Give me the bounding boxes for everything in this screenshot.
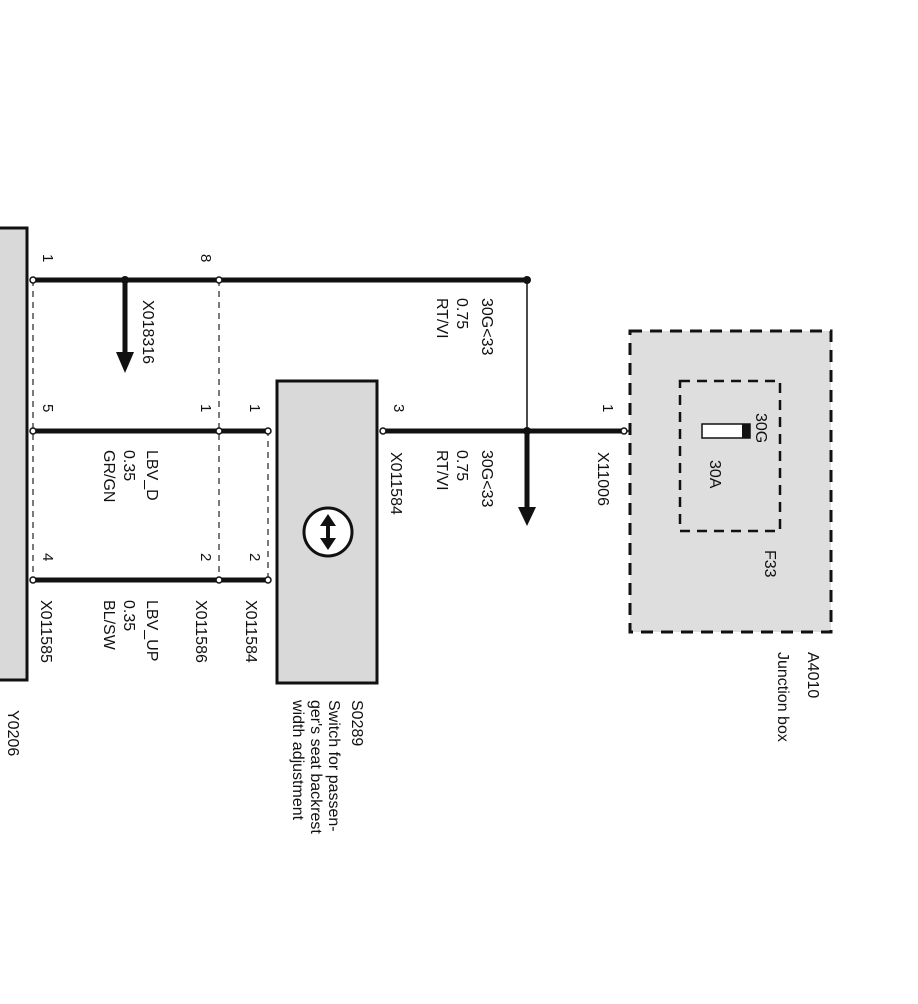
wire-mid-left-signal: LBV_D — [143, 450, 160, 501]
pin-s-bot: 2 — [246, 553, 263, 561]
fuse-symbol-cap — [742, 424, 750, 438]
wire-bot-left-size: 0.35 — [120, 600, 137, 631]
component-s0289-desc-line3: width adjustment — [289, 699, 306, 821]
component-y0206-label: Y0206 — [4, 710, 21, 756]
pin-jb-1: 1 — [599, 404, 616, 412]
connector-x011584-a-label: X011584 — [387, 452, 404, 515]
pin-x11586-mid: 1 — [197, 404, 214, 412]
wire-mid-left-color: GR/GN — [100, 450, 117, 502]
pin-y-mid: 5 — [39, 404, 56, 412]
fuse-housing — [678, 379, 782, 533]
pin-y-bot: 4 — [39, 553, 56, 561]
component-a4010-id: A4010 — [804, 652, 821, 698]
wire-top-size: 0.75 — [453, 298, 470, 329]
wire-mid-left-size: 0.35 — [120, 450, 137, 481]
pin-x11586-bot: 2 — [197, 553, 214, 561]
wire-mid-right-color: RT/VI — [433, 450, 450, 491]
fuse-id-label: F33 — [761, 550, 778, 578]
wire-top-signal: 30G<33 — [478, 298, 495, 355]
pin-terminals — [29, 276, 628, 584]
component-y0206-box — [0, 226, 29, 682]
wire-top-color: RT/VI — [433, 298, 450, 339]
fuse-rating-label: 30A — [706, 460, 723, 489]
wire-mid-right-signal: 30G<33 — [478, 450, 495, 507]
up-down-arrows-icon — [302, 506, 354, 558]
connector-x018316-label: X018316 — [139, 300, 156, 364]
connector-x11006-label: X11006 — [594, 452, 611, 506]
arrow-head-bus — [518, 507, 536, 526]
pin-x11586-top: 8 — [197, 254, 214, 262]
wire-bot-left-signal: LBV_UP — [143, 600, 160, 661]
component-s0289-desc-line1: Switch for passen- — [325, 700, 342, 832]
wire-mid-right-size: 0.75 — [453, 450, 470, 481]
component-s0289-box — [275, 379, 379, 685]
pin-y-top: 1 — [39, 254, 56, 262]
component-a4010-box — [628, 329, 833, 634]
connector-x011585-label: X011585 — [37, 600, 54, 663]
splice-point-top — [523, 276, 531, 284]
connector-x011584-b-label: X011584 — [242, 600, 259, 663]
arrow-head-x018316 — [116, 352, 134, 373]
component-s0289-desc-line2: ger's seat backrest — [307, 700, 324, 834]
component-s0289-id: S0289 — [348, 700, 365, 746]
pin-s-3: 3 — [390, 404, 407, 412]
pin-s-mid: 1 — [246, 404, 263, 412]
fuse-terminal-label: 30G — [752, 413, 769, 443]
wire-bot-left-color: BL/SW — [100, 600, 117, 651]
connector-x011586-label: X011586 — [192, 600, 209, 663]
component-a4010-desc: Junction box — [774, 652, 791, 742]
